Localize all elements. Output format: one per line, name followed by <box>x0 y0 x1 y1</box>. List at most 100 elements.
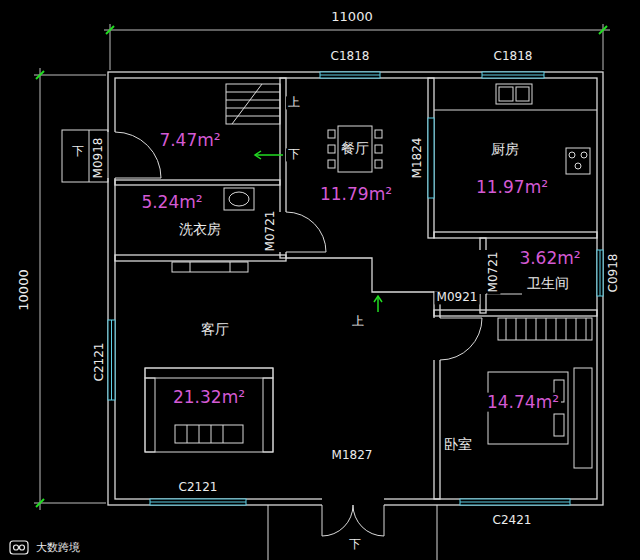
dimension-line <box>40 68 41 510</box>
window-code: C0918 <box>607 252 620 295</box>
wall <box>434 310 597 316</box>
dining-table <box>328 145 335 153</box>
living-furniture <box>145 368 273 452</box>
watermark-logo <box>14 545 19 550</box>
bedroom-furniture <box>586 318 587 340</box>
bedroom-furniture <box>546 318 547 340</box>
staircase <box>226 116 280 117</box>
staircase <box>226 84 280 124</box>
stair-direction: 下 <box>70 145 86 158</box>
stair-direction: 上 <box>286 96 302 109</box>
living-furniture <box>145 368 273 378</box>
door-code: M1827 <box>330 449 375 462</box>
wall <box>428 78 434 238</box>
window-code: C2121 <box>93 341 106 384</box>
door-opening <box>105 132 117 178</box>
kitchen-fittings <box>575 163 581 169</box>
window-code: C2421 <box>491 514 534 527</box>
stair-direction: 下 <box>286 148 302 161</box>
area-label: 3.62m² <box>517 249 582 268</box>
steps <box>62 130 108 182</box>
wall <box>434 292 440 499</box>
dining-table <box>375 160 382 168</box>
room-area: 5.24m² 洗衣房 <box>115 185 280 255</box>
dimension: 11000 <box>329 10 374 24</box>
bedroom-furniture <box>536 318 537 340</box>
dimension-line <box>34 503 106 504</box>
wall <box>115 78 597 499</box>
living-furniture <box>172 262 248 272</box>
door-leaf <box>115 132 522 536</box>
bedroom-furniture <box>506 318 507 340</box>
door-code: M1824 <box>411 136 424 181</box>
steps <box>268 505 269 560</box>
watermark-logo <box>10 541 28 554</box>
living-furniture <box>230 262 231 272</box>
watermark: 大数跨境 <box>34 542 82 554</box>
window <box>482 72 544 78</box>
window <box>111 320 112 400</box>
living-furniture <box>145 378 155 452</box>
room-name: 客厅 <box>199 322 231 337</box>
door-code: M0918 <box>92 136 105 181</box>
door-leaf <box>286 212 326 252</box>
watermark-logo <box>10 541 28 554</box>
kitchen-fittings <box>569 152 575 158</box>
wall <box>480 238 486 313</box>
room-area: 客厅 21.32m² <box>115 261 434 499</box>
kitchen-fittings <box>516 87 529 101</box>
dining-table <box>328 126 382 172</box>
stair-direction: 上 <box>350 315 366 328</box>
living-furniture <box>190 262 191 272</box>
window <box>150 499 246 505</box>
room-name: 洗衣房 <box>177 222 223 237</box>
door-leaf <box>384 505 385 536</box>
bedroom-furniture <box>526 318 527 340</box>
bedroom-furniture <box>576 318 577 340</box>
wall <box>286 258 434 292</box>
dimension-tick <box>36 26 607 507</box>
dimension-line <box>104 30 610 31</box>
door-code: M0721 <box>487 250 500 295</box>
bedroom-furniture <box>556 318 557 340</box>
staircase <box>226 92 280 93</box>
living-furniture <box>175 425 243 443</box>
direction-arrow <box>255 154 283 156</box>
staircase <box>226 108 280 109</box>
dimension-tick <box>599 26 607 34</box>
window <box>460 499 570 505</box>
wall <box>108 72 603 505</box>
door-leaf <box>322 505 353 536</box>
room-area: 厨房11.97m² <box>434 78 597 232</box>
bedroom-furniture <box>554 414 564 436</box>
room-name: 卧室 <box>442 437 474 452</box>
laundry-sink <box>224 188 254 210</box>
door-leaf <box>440 318 482 360</box>
wall <box>115 180 280 185</box>
window-code: C1818 <box>329 50 372 63</box>
door-opening <box>479 250 487 294</box>
door-opening <box>433 318 441 360</box>
dimension: 10000 <box>17 267 31 312</box>
area-label: 11.97m² <box>474 178 550 197</box>
window <box>600 250 601 296</box>
area-label: 21.32m² <box>171 388 247 407</box>
bedroom-furniture <box>516 318 517 340</box>
room-area: 餐厅11.79m² <box>286 78 428 258</box>
window <box>460 502 570 503</box>
room-area: 14.74m²卧室 <box>440 316 597 499</box>
kitchen-fittings <box>566 148 590 174</box>
living-furniture <box>223 425 224 443</box>
dining-table <box>338 126 372 172</box>
watermark-logo <box>20 545 25 550</box>
wall <box>434 232 597 238</box>
staircase <box>226 100 280 101</box>
door-leaf <box>115 178 161 179</box>
direction-arrow <box>377 296 379 312</box>
door-code: M0721 <box>264 209 277 254</box>
steps <box>62 130 437 560</box>
area-label: 5.24m² <box>139 193 204 212</box>
dimension-tick <box>106 26 114 34</box>
window <box>320 75 380 76</box>
dimension-line <box>34 24 610 510</box>
